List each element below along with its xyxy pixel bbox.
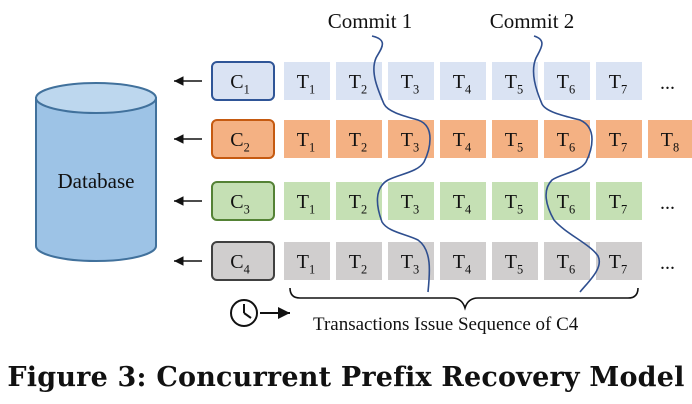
transaction-cell [544, 120, 590, 158]
transaction-label: T2 [349, 129, 367, 155]
transaction-cell [596, 182, 642, 220]
client-label: C1 [230, 71, 250, 97]
client-box [211, 119, 275, 159]
transaction-label: T6 [557, 71, 575, 97]
commit-2-boundary [532, 35, 601, 293]
transaction-cell [284, 62, 330, 100]
database-top [35, 82, 157, 114]
commit-2-label: Commit 2 [490, 9, 575, 33]
transaction-label: T8 [661, 129, 679, 155]
transaction-label: T1 [297, 129, 315, 155]
transaction-label: T3 [401, 71, 419, 97]
client-box [211, 181, 275, 221]
transaction-label: T5 [505, 71, 523, 97]
transaction-cell [284, 182, 330, 220]
transaction-label: T6 [557, 191, 575, 217]
transaction-cell [284, 242, 330, 280]
client-row-2: C2 T1 T2 T3 T4 T5 T6 T7 T8 [174, 119, 692, 159]
transaction-label: T1 [297, 71, 315, 97]
transaction-label: T5 [505, 129, 523, 155]
client-label: C2 [230, 129, 250, 155]
commit-1-label: Commit 1 [328, 9, 413, 33]
client-row-3: C3 T1 T2 T3 T4 T5 T6 T7... [174, 181, 675, 221]
transaction-cell [648, 120, 692, 158]
transaction-cell [544, 62, 590, 100]
transaction-label: T4 [453, 191, 471, 217]
ellipsis: ... [660, 72, 675, 94]
transaction-cell [440, 182, 486, 220]
transaction-cell [388, 182, 434, 220]
transaction-label: T4 [453, 129, 471, 155]
transaction-label: T7 [609, 71, 627, 97]
transaction-label: T3 [401, 251, 419, 277]
transaction-cell [388, 62, 434, 100]
transaction-cell [388, 242, 434, 280]
transaction-cell [336, 182, 382, 220]
transaction-label: T7 [609, 251, 627, 277]
transaction-label: T3 [401, 191, 419, 217]
transaction-cell [492, 120, 538, 158]
transaction-label: T1 [297, 251, 315, 277]
transaction-label: T2 [349, 71, 367, 97]
ellipsis: ... [660, 252, 675, 274]
client-row-1: C1 T1 T2 T3 T4 T5 T6 T7... [174, 61, 675, 101]
transaction-cell [440, 62, 486, 100]
transaction-label: T4 [453, 251, 471, 277]
client-row-4: C4 T1 T2 T3 T4 T5 T6 T7... [174, 241, 675, 281]
transaction-cell [492, 182, 538, 220]
transaction-cell [596, 62, 642, 100]
database-label: Database [58, 169, 135, 193]
transaction-label: T1 [297, 191, 315, 217]
transaction-label: T5 [505, 191, 523, 217]
client-label: C3 [230, 191, 250, 217]
client-label: C4 [230, 251, 250, 277]
transaction-cell [284, 120, 330, 158]
client-box [211, 61, 275, 101]
transaction-label: T7 [609, 129, 627, 155]
client-box [211, 241, 275, 281]
transaction-cell [492, 62, 538, 100]
transaction-label: T2 [349, 251, 367, 277]
transaction-label: T6 [557, 129, 575, 155]
transaction-label: T6 [557, 251, 575, 277]
transaction-label: T4 [453, 71, 471, 97]
transaction-cell [544, 182, 590, 220]
database-cylinder: Database [35, 82, 157, 262]
transaction-cell [336, 120, 382, 158]
transaction-cell [440, 120, 486, 158]
sequence-brace [289, 287, 639, 311]
commit-1-boundary [371, 35, 431, 293]
sequence-label: Transactions Issue Sequence of C4 [313, 314, 579, 335]
transaction-cell [440, 242, 486, 280]
transaction-label: T5 [505, 251, 523, 277]
transaction-label: T2 [349, 191, 367, 217]
transaction-cell [544, 242, 590, 280]
transaction-cell [492, 242, 538, 280]
clock-icon [230, 299, 258, 327]
database-body [35, 97, 157, 262]
transaction-cell [596, 120, 642, 158]
transaction-label: T7 [609, 191, 627, 217]
ellipsis: ... [660, 192, 675, 214]
transaction-label: T3 [401, 129, 419, 155]
transaction-cell [336, 242, 382, 280]
figure-caption: Figure 3: Concurrent Prefix Recovery Mod… [7, 362, 685, 393]
transaction-cell [596, 242, 642, 280]
